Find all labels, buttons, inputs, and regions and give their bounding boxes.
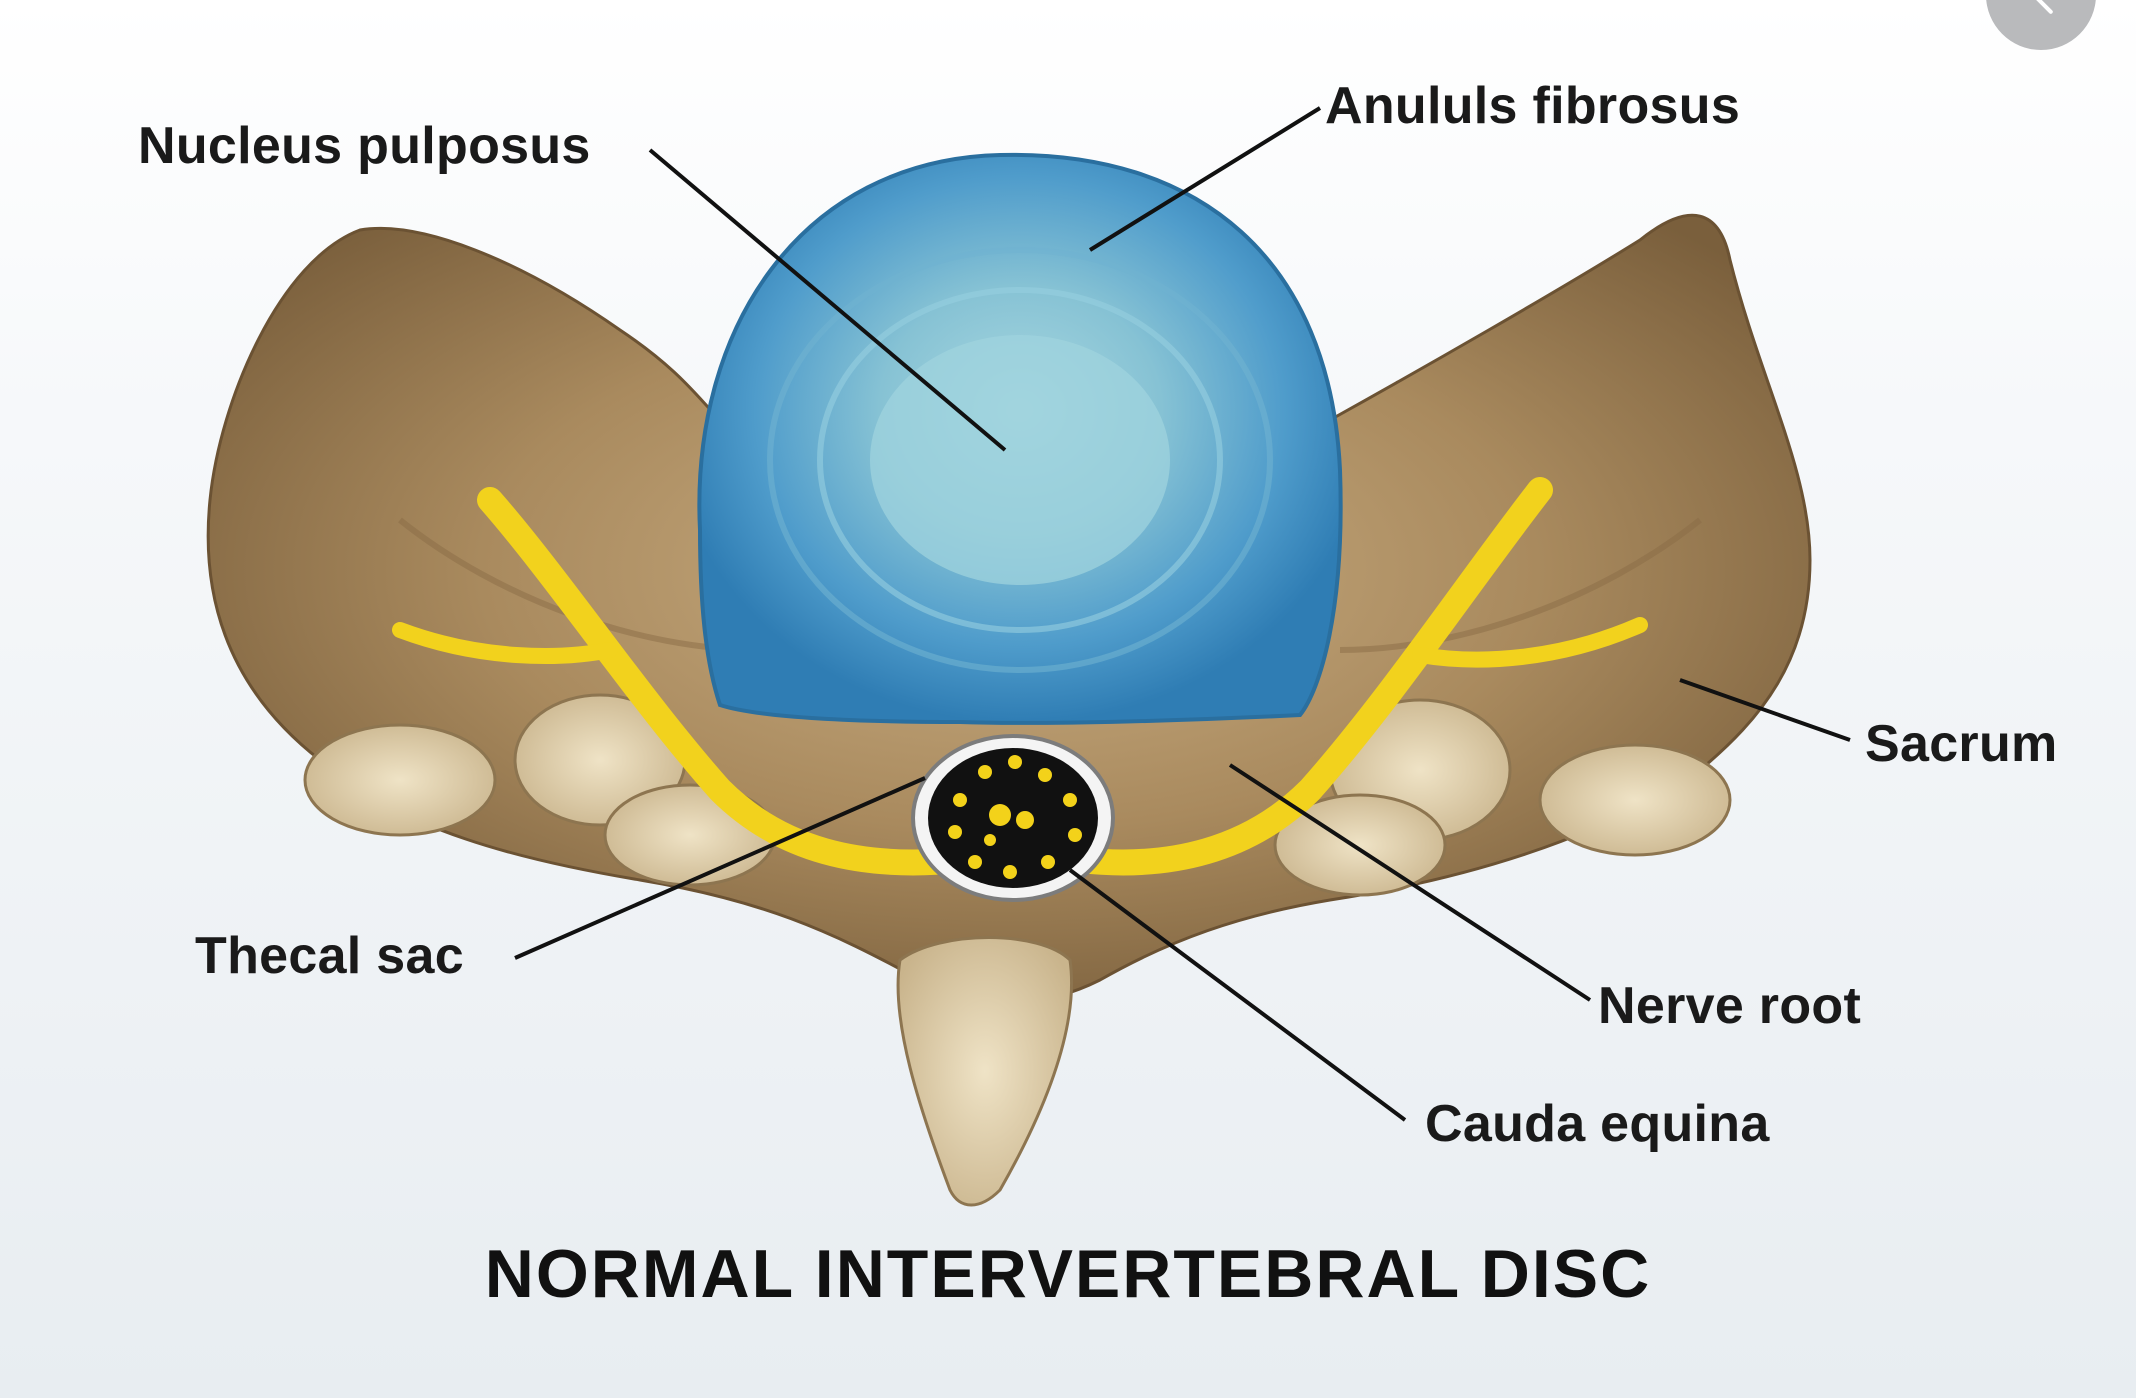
cauda-equina-fibers — [948, 755, 1082, 879]
diagram-title: NORMAL INTERVERTEBRAL DISC — [484, 1236, 1652, 1312]
nerve-roots — [392, 477, 1648, 876]
bone-facets — [303, 693, 1732, 1207]
label-sacrum: Sacrum — [1865, 715, 2058, 773]
label-anulus-fibrosus: Anululs fibrosus — [1325, 77, 1741, 135]
label-thecal-sac: Thecal sac — [195, 927, 464, 985]
intervertebral-disc — [697, 152, 1343, 725]
label-nerve-root: Nerve root — [1598, 977, 1862, 1035]
label-cauda-equina: Cauda equina — [1425, 1095, 1770, 1153]
label-nucleus-pulposus: Nucleus pulposus — [138, 117, 591, 175]
thecal-sac — [911, 734, 1115, 902]
leader-lines — [514, 106, 1851, 1122]
